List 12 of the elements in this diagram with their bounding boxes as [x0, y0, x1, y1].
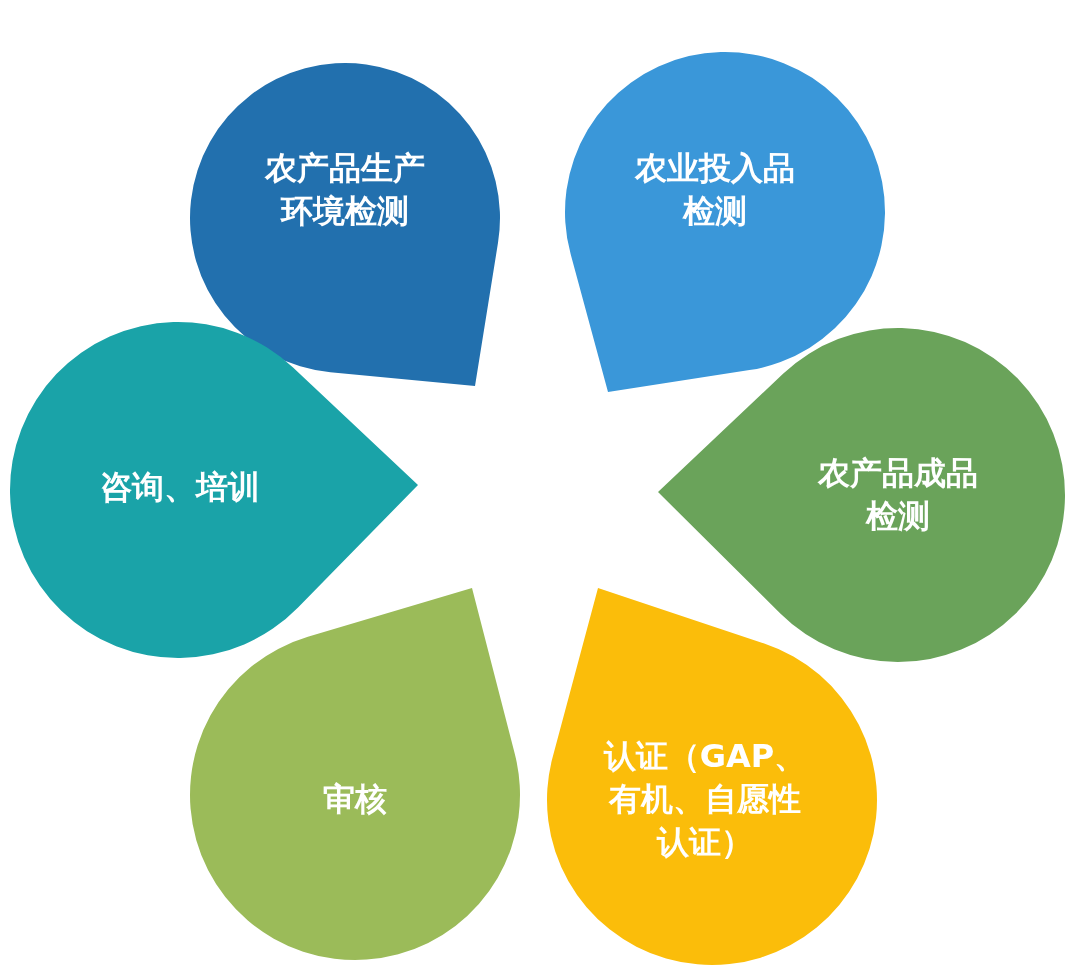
teardrop-petal	[547, 588, 877, 965]
petal-label: 认证（GAP、有机、自愿性认证）	[602, 736, 808, 864]
petal-label: 农业投入品检测	[633, 147, 796, 232]
petal-label: 农产品成品检测	[816, 452, 979, 537]
teardrop-petal	[190, 63, 500, 386]
teardrop-petal	[565, 52, 885, 392]
petal-label: 审核	[322, 779, 388, 821]
petal-label: 咨询、培训	[99, 467, 261, 509]
teardrop-petal	[658, 328, 1065, 662]
teardrop-petal	[190, 588, 520, 960]
petal-label: 农产品生产环境检测	[263, 147, 426, 232]
teardrop-petal	[10, 322, 418, 658]
